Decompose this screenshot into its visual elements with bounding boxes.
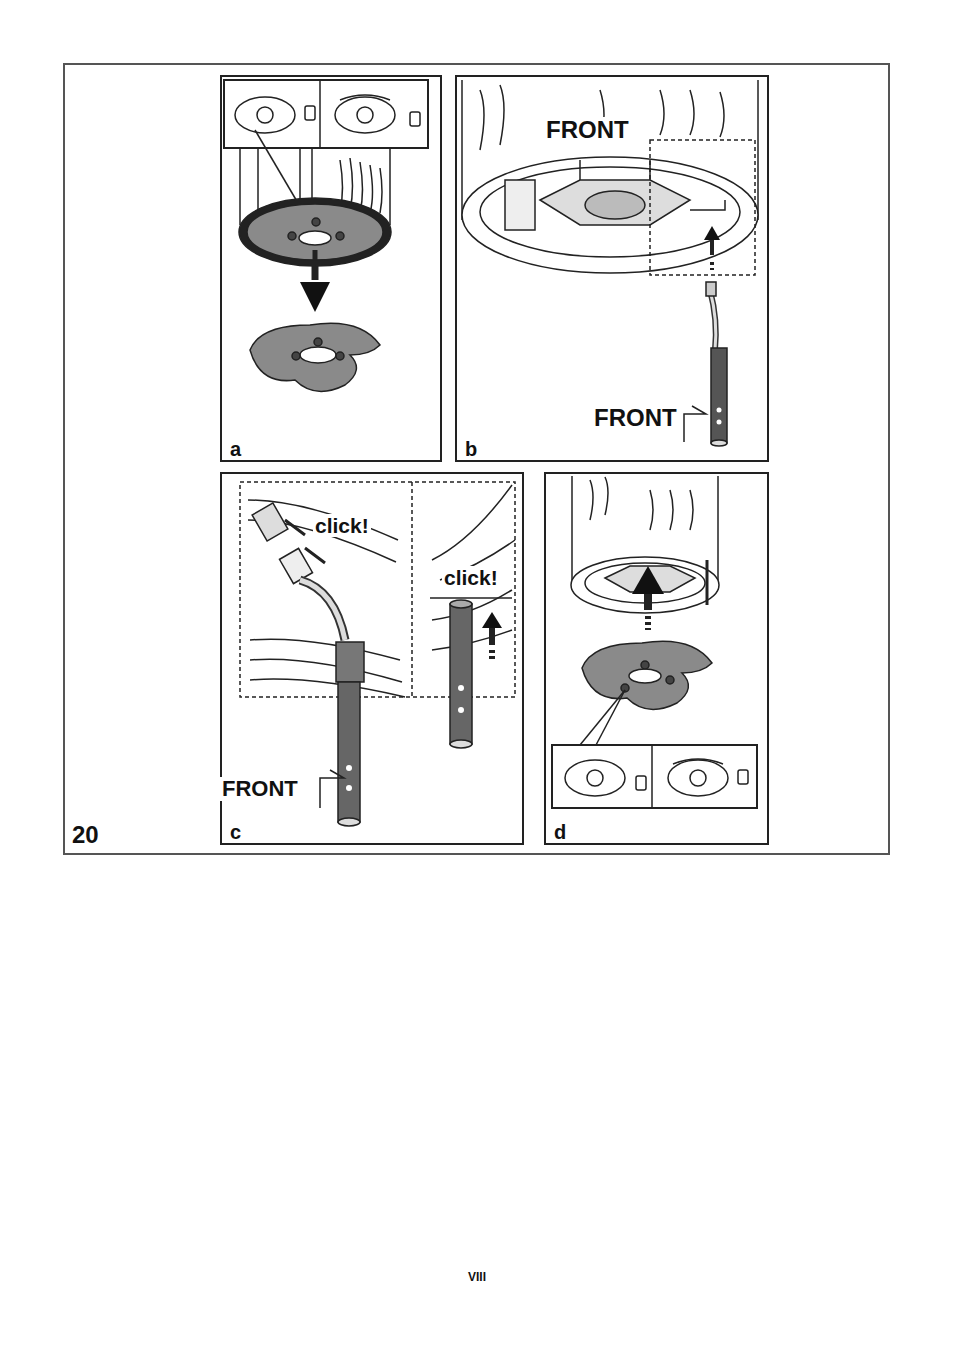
step-panel: d	[544, 472, 769, 845]
step-panel: a	[220, 75, 442, 462]
orientation-label: FRONT	[544, 117, 631, 143]
step-letter: c	[230, 822, 241, 842]
page-number: VIII	[466, 1270, 488, 1284]
orientation-label: FRONT	[220, 777, 300, 801]
step-letter: b	[465, 439, 477, 459]
step-letter: a	[230, 439, 241, 459]
click-label: click!	[442, 566, 500, 589]
click-label: click!	[313, 514, 371, 537]
step-letter: d	[554, 822, 566, 842]
figure-frame: 20 a b c d	[63, 63, 890, 855]
orientation-label: FRONT	[592, 405, 679, 431]
figure-number: 20	[72, 823, 99, 847]
